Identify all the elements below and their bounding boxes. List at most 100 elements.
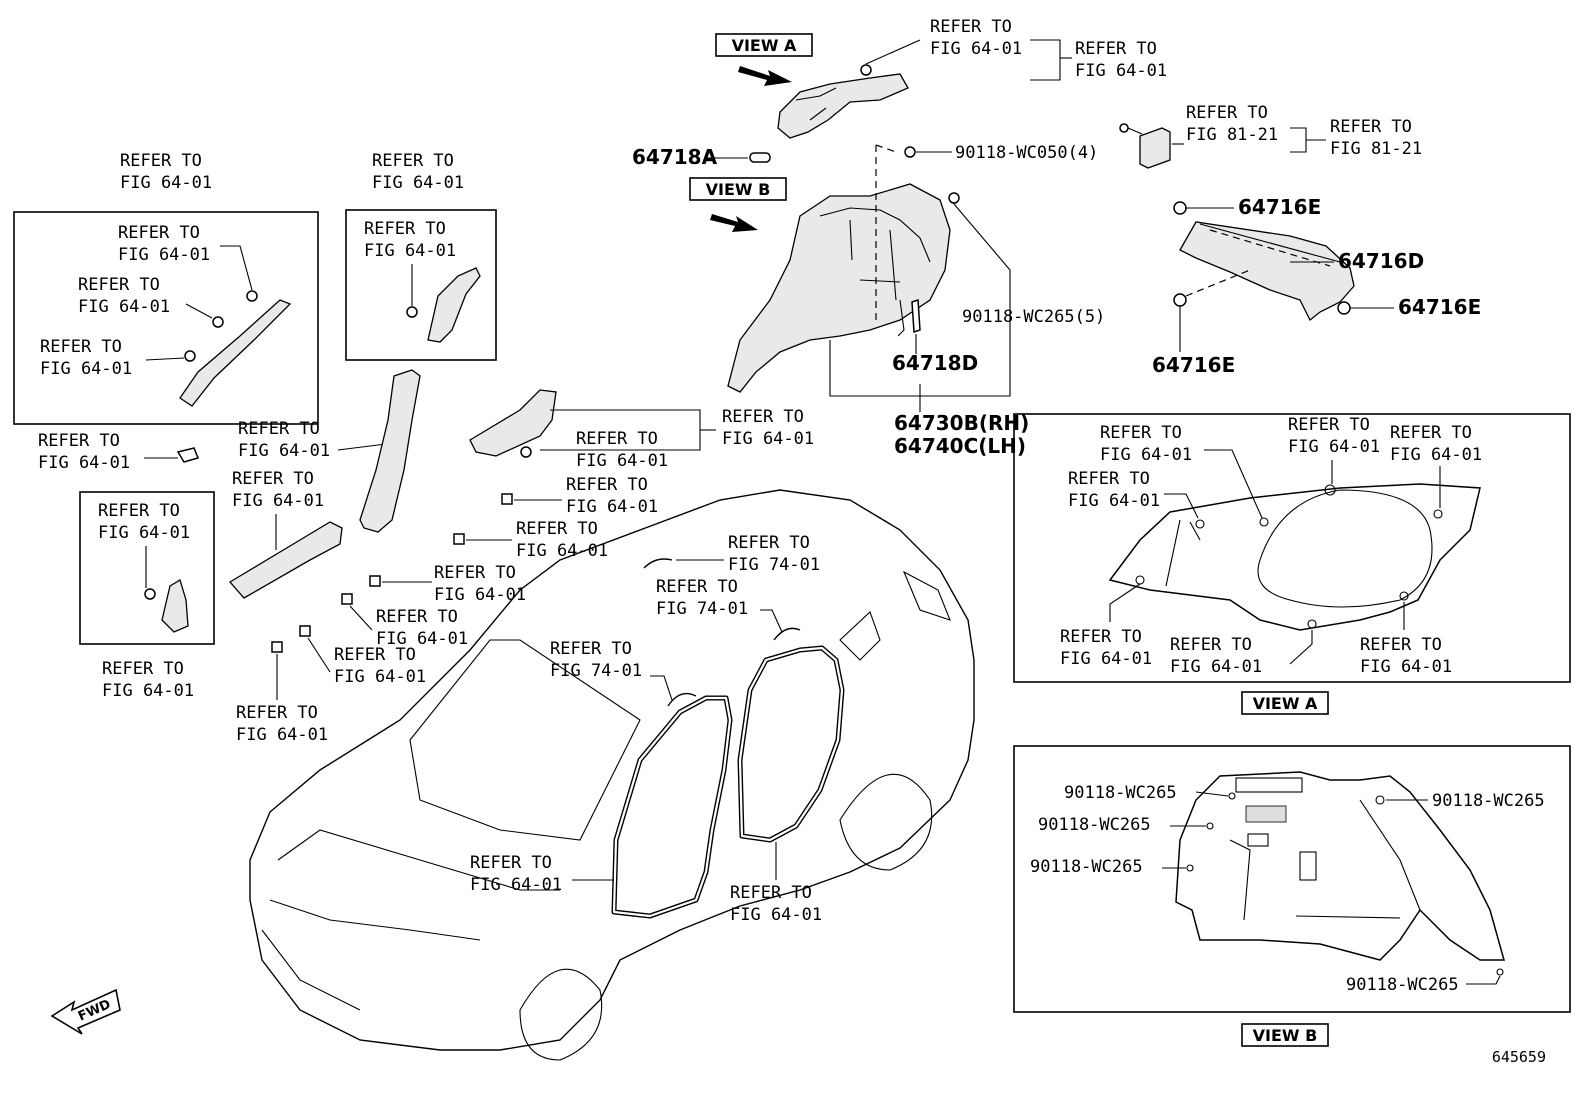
view-b-detail-box bbox=[1013, 745, 1571, 1013]
clip-icon bbox=[176, 447, 200, 463]
clip-icon bbox=[406, 306, 418, 318]
clip-icon bbox=[184, 350, 196, 362]
label-refer-fig: FIG 64-01 bbox=[372, 173, 464, 193]
label-refer-fig: FIG 64-01 bbox=[730, 905, 822, 925]
label-refer-fig: FIG 64-01 bbox=[78, 297, 170, 317]
label-refer-fig: FIG 64-01 bbox=[1390, 445, 1482, 465]
view-b-caption: VIEW B bbox=[1253, 1026, 1318, 1045]
part-label-90118-wc265: 90118-WC265 bbox=[1064, 783, 1177, 803]
view-a-tag: VIEW A bbox=[732, 36, 797, 55]
label-refer-fig: FIG 64-01 bbox=[1068, 491, 1160, 511]
clip-icon bbox=[341, 593, 353, 605]
label-refer-to: REFER TO bbox=[722, 407, 804, 427]
label-refer-to: REFER TO bbox=[98, 501, 180, 521]
part-label-64716e: 64716E bbox=[1152, 353, 1235, 377]
clip-icon bbox=[948, 192, 960, 204]
center-pillar-lower-part bbox=[359, 369, 421, 533]
view-b-tag-box bbox=[689, 177, 787, 201]
label-refer-to: REFER TO bbox=[1288, 415, 1370, 435]
bolt-icon bbox=[904, 146, 916, 158]
upper-quarter-trim-part bbox=[777, 64, 909, 139]
diagram-id: 645659 bbox=[1492, 1048, 1546, 1066]
clip-icon bbox=[453, 533, 465, 545]
clip-64716e-icon bbox=[1337, 301, 1351, 315]
part-label-64716e: 64716E bbox=[1238, 195, 1321, 219]
label-refer-fig: FIG 64-01 bbox=[1100, 445, 1192, 465]
part-64716d-trim bbox=[1179, 221, 1355, 322]
label-refer-fig: FIG 64-01 bbox=[236, 725, 328, 745]
label-refer-to: REFER TO bbox=[232, 469, 314, 489]
b-pillar-upper-part bbox=[427, 267, 481, 343]
assist-grip-icon bbox=[773, 627, 801, 641]
view-b-tag: VIEW B bbox=[706, 180, 771, 199]
label-refer-fig: FIG 64-01 bbox=[118, 245, 210, 265]
label-refer-fig: FIG 64-01 bbox=[434, 585, 526, 605]
label-refer-to: REFER TO bbox=[364, 219, 446, 239]
label-refer-fig: FIG 64-01 bbox=[1288, 437, 1380, 457]
label-refer-fig: FIG 64-01 bbox=[120, 173, 212, 193]
lower-detail-box bbox=[79, 491, 215, 645]
clip-icon bbox=[369, 575, 381, 587]
rear-door-weatherstrip bbox=[737, 645, 845, 843]
view-a-quarter-trim bbox=[1108, 483, 1481, 631]
label-refer-to: REFER TO bbox=[1060, 627, 1142, 647]
label-refer-fig: FIG 64-01 bbox=[364, 241, 456, 261]
label-refer-fig: FIG 74-01 bbox=[550, 661, 642, 681]
part-label-64716e: 64716E bbox=[1398, 295, 1481, 319]
assist-grip-icon bbox=[643, 558, 673, 569]
label-refer-fig: FIG 64-01 bbox=[232, 491, 324, 511]
clip-icon bbox=[246, 290, 258, 302]
label-refer-fig: FIG 64-01 bbox=[576, 451, 668, 471]
label-refer-to: REFER TO bbox=[550, 639, 632, 659]
a-pillar-garnish-part bbox=[179, 299, 292, 407]
part-label-90118-wc265: 90118-WC265 bbox=[1432, 791, 1545, 811]
part-label-90118-wc050: 90118-WC050(4) bbox=[955, 143, 1098, 163]
label-refer-to: REFER TO bbox=[102, 659, 184, 679]
b-pillar-detail-box bbox=[345, 209, 497, 361]
label-refer-fig: FIG 74-01 bbox=[656, 599, 748, 619]
part-64718a-icon bbox=[749, 152, 771, 163]
front-wheel bbox=[519, 968, 603, 1061]
clip-icon bbox=[501, 493, 513, 505]
label-refer-fig: FIG 64-01 bbox=[516, 541, 608, 561]
label-refer-fig: FIG 64-01 bbox=[38, 453, 130, 473]
clip-icon bbox=[860, 64, 872, 76]
part-label-64730b: 64730B(RH) bbox=[894, 411, 1029, 435]
label-refer-to: REFER TO bbox=[1100, 423, 1182, 443]
module-part-81-21 bbox=[1119, 123, 1171, 169]
label-refer-to: REFER TO bbox=[1075, 39, 1157, 59]
label-refer-to: REFER TO bbox=[1390, 423, 1472, 443]
trim-bracket-part bbox=[161, 579, 189, 633]
fwd-arrow-icon: FWD bbox=[50, 988, 121, 1035]
label-refer-fig: FIG 64-01 bbox=[1360, 657, 1452, 677]
label-refer-to: REFER TO bbox=[334, 645, 416, 665]
vehicle-outline bbox=[249, 489, 975, 1061]
clip-icon bbox=[299, 625, 311, 637]
view-a-tag-box bbox=[715, 33, 813, 57]
label-refer-fig: FIG 64-01 bbox=[722, 429, 814, 449]
label-refer-to: REFER TO bbox=[1170, 635, 1252, 655]
clip-icon bbox=[144, 588, 156, 600]
view-a-caption-box bbox=[1241, 691, 1329, 715]
label-refer-fig: FIG 64-01 bbox=[102, 681, 194, 701]
label-refer-fig: FIG 64-01 bbox=[98, 523, 190, 543]
quarter-trim-panel-part bbox=[727, 183, 951, 393]
label-refer-to: REFER TO bbox=[120, 151, 202, 171]
front-scuff-plate-part bbox=[228, 521, 343, 599]
label-refer-fig: FIG 64-01 bbox=[1075, 61, 1167, 81]
rear-wheel bbox=[839, 773, 933, 871]
windshield bbox=[409, 639, 641, 841]
label-refer-to: REFER TO bbox=[728, 533, 810, 553]
view-b-quarter-trim bbox=[1175, 771, 1505, 961]
part-label-64716d: 64716D bbox=[1338, 249, 1424, 273]
view-a-caption: VIEW A bbox=[1253, 694, 1318, 713]
label-refer-to: REFER TO bbox=[78, 275, 160, 295]
part-label-90118-wc265: 90118-WC265 bbox=[1030, 857, 1143, 877]
label-refer-fig: FIG 64-01 bbox=[376, 629, 468, 649]
part-label-64718d: 64718D bbox=[892, 351, 978, 375]
label-refer-fig: FIG 64-01 bbox=[1060, 649, 1152, 669]
label-refer-fig: FIG 64-01 bbox=[566, 497, 658, 517]
clip-64716e-icon bbox=[1173, 293, 1187, 307]
label-refer-to: REFER TO bbox=[1360, 635, 1442, 655]
